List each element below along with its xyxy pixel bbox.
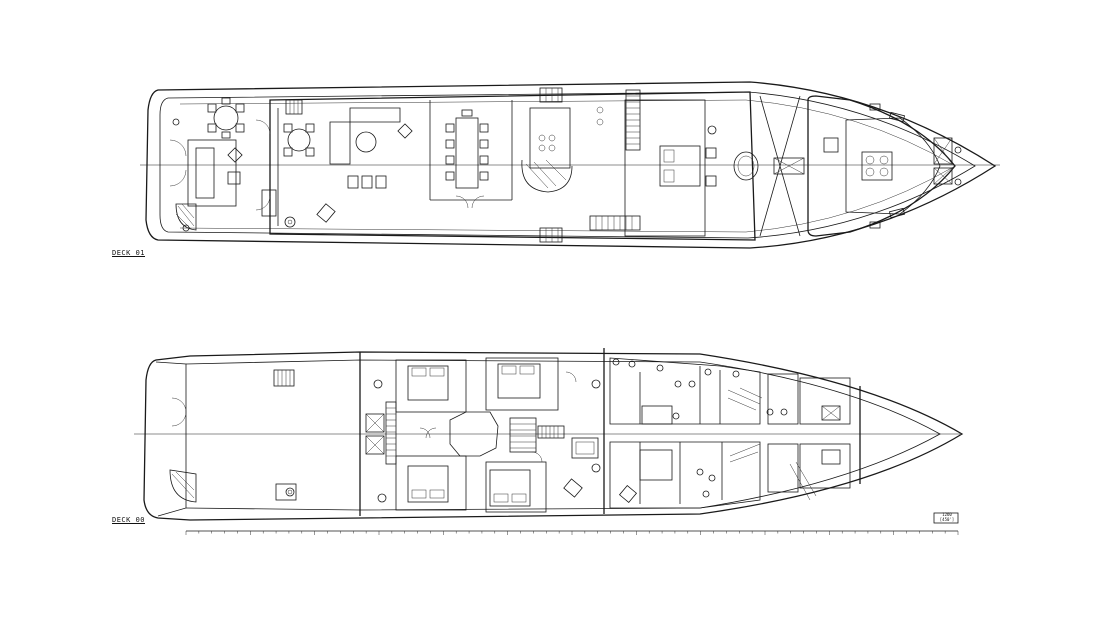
dining-chairs <box>445 109 489 181</box>
owner-bath-fixtures <box>705 125 717 187</box>
deck-01-stairs <box>539 87 641 243</box>
forward-jacuzzi <box>733 151 759 181</box>
aft-stool <box>227 171 241 185</box>
deck-00-main-stair <box>509 417 537 453</box>
bow-tender-bay <box>807 95 956 237</box>
aft-deck-hatch <box>273 369 295 387</box>
deck-01-bulwark <box>179 99 956 233</box>
deck-00-cross-stair <box>537 425 565 439</box>
deck-01-label: DECK 01 <box>112 249 146 257</box>
scale-label-top: 1260 <box>942 512 952 517</box>
deck-00-hull-inner <box>185 359 941 511</box>
guest-cabin-aft-stbd <box>395 455 467 511</box>
aft-settee <box>187 139 237 207</box>
salon-chairs <box>283 123 315 157</box>
deck-01-doors <box>169 119 485 211</box>
aft-round-table <box>213 105 239 131</box>
galley-block <box>529 107 571 169</box>
scale-label-bottom: [450'] <box>939 517 955 522</box>
port-passage-stairs <box>385 401 397 465</box>
deck-00-label: DECK 00 <box>112 516 146 524</box>
crew-fixtures <box>612 358 788 504</box>
aft-deck-hatch-2 <box>275 483 297 501</box>
scale-bar <box>185 512 959 535</box>
owner-suite <box>624 99 706 237</box>
deck-01-hull-inner <box>159 91 976 239</box>
anchor-chain-boxes <box>933 137 953 185</box>
scale-bar-ticks <box>185 531 959 535</box>
deck-00-plan <box>134 348 964 521</box>
aft-settee-cushion <box>195 147 215 199</box>
salon-sofa-l <box>329 121 351 165</box>
salon-coffee-table <box>355 131 377 153</box>
aft-platform <box>155 361 187 517</box>
deck-01-spiral-stair <box>521 159 573 193</box>
windlass <box>861 151 893 181</box>
aft-chairs <box>207 97 245 139</box>
anchor-box <box>773 157 805 175</box>
galley-burners <box>538 106 604 152</box>
deck-00-doors <box>419 371 577 463</box>
guest-cabin-aft-port <box>395 359 467 413</box>
deck-00-hull-outline <box>143 351 964 521</box>
salon-armchair <box>397 123 413 139</box>
guest-cabin-fwd-port <box>485 357 559 411</box>
owner-bed <box>659 145 701 187</box>
scale-reference-box <box>933 512 959 524</box>
salon-side-chair <box>316 203 336 223</box>
salon-round-table <box>287 128 311 152</box>
aft-day-head <box>261 189 277 217</box>
crew-stairs <box>727 387 817 501</box>
deck-01-superstructure <box>269 91 756 241</box>
deck-00-aft-spiral-stair <box>169 469 197 503</box>
crew-cabins <box>609 357 851 509</box>
bow-inner-deck <box>845 117 941 215</box>
aft-side-table <box>227 147 243 163</box>
deck-01-cleats <box>172 103 962 232</box>
guest-bath-fixtures <box>373 379 601 503</box>
deck-01-plan <box>140 81 1000 249</box>
deck-00-cross-marks <box>365 413 385 455</box>
dining-table <box>455 117 479 189</box>
salon-seats-row <box>347 175 387 189</box>
foredeck-diagonal-b <box>759 95 801 237</box>
salon-sofa-top <box>349 107 401 123</box>
bow-hatch <box>823 137 839 153</box>
guest-cabin-fwd-stbd <box>485 461 547 513</box>
aft-head-toilet <box>284 216 296 228</box>
guest-lobby <box>449 411 499 457</box>
